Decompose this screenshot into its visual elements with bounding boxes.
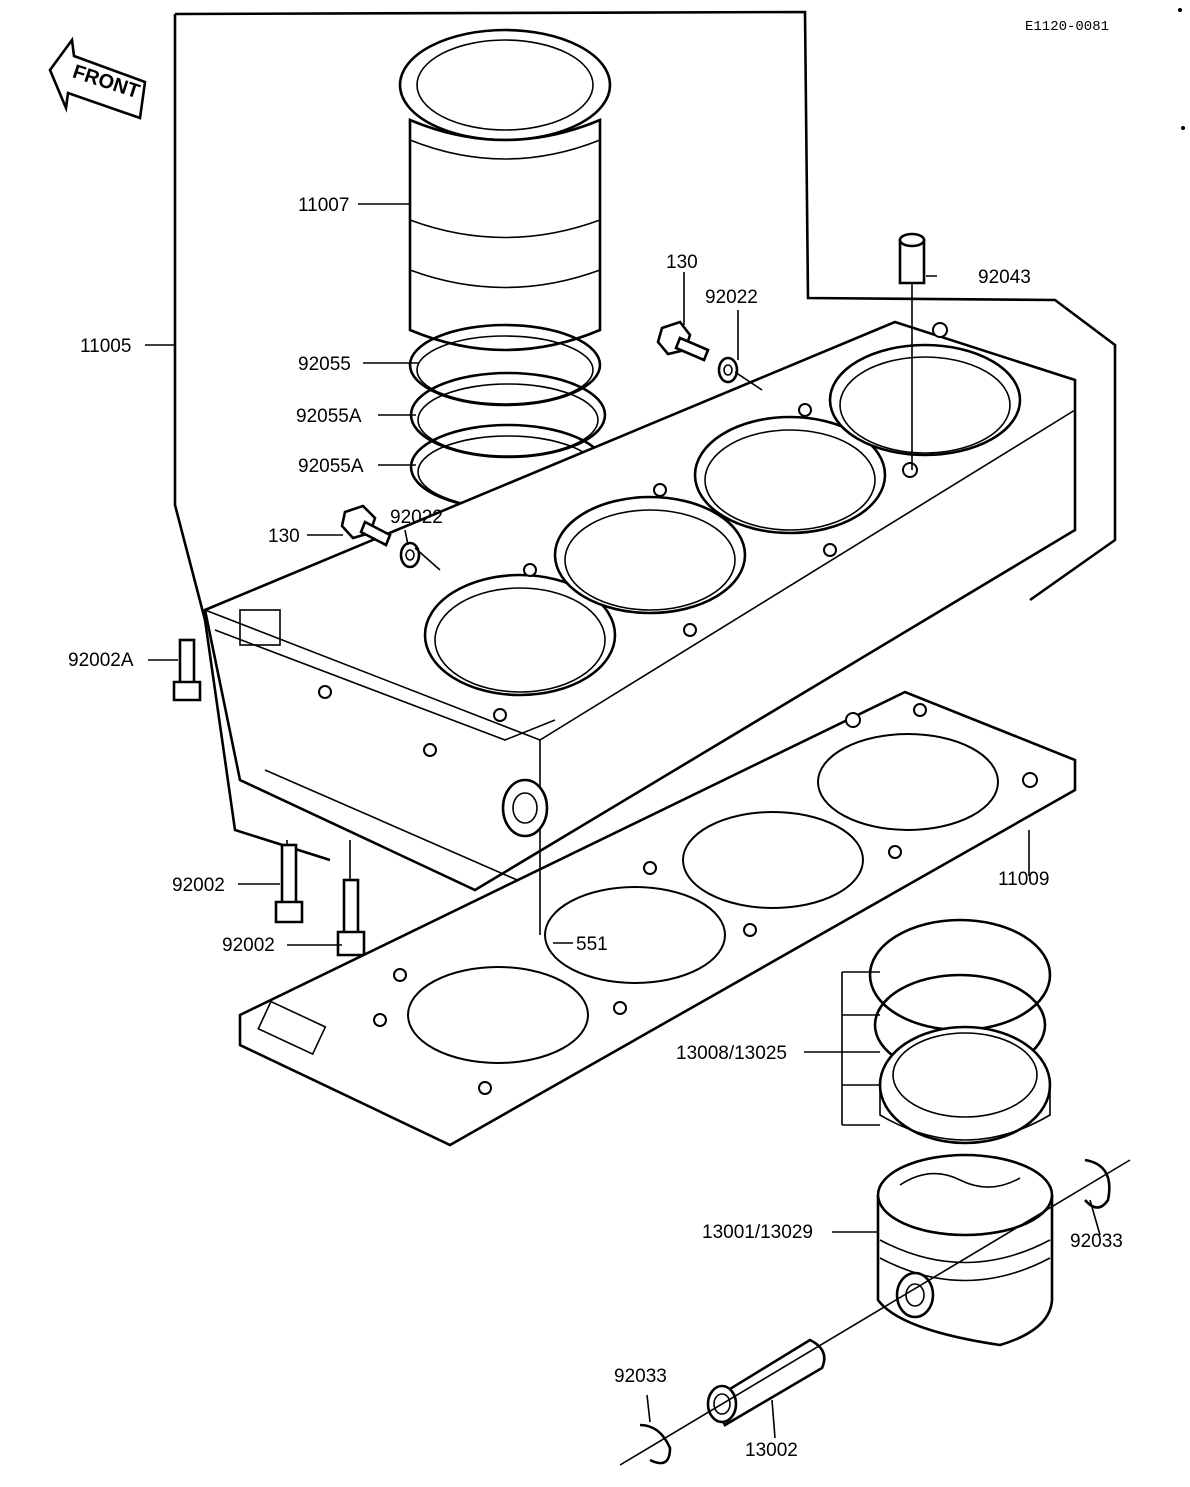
label-92033-right: 92033	[1070, 1231, 1123, 1252]
washer-92022-left	[399, 541, 421, 569]
label-92055a-2: 92055A	[298, 456, 364, 477]
label-11007: 11007	[298, 195, 349, 216]
margin-dot-top	[1178, 8, 1182, 12]
label-92043: 92043	[978, 267, 1031, 288]
bolt-92002-1	[274, 843, 304, 924]
label-551: 551	[576, 934, 608, 955]
cylinder-liner	[398, 28, 612, 352]
label-130-top: 130	[666, 252, 698, 273]
diagram-code: E1120-0081	[1025, 19, 1109, 35]
label-92002-1: 92002	[172, 875, 225, 896]
label-11005: 11005	[80, 336, 131, 357]
circlip-right	[1084, 1158, 1111, 1209]
bolt-92002-2	[336, 878, 366, 957]
label-92022-left: 92022	[390, 507, 443, 528]
circlip-left	[639, 1423, 672, 1465]
oring-92055a-1	[409, 371, 607, 459]
label-92002a: 92002A	[68, 650, 134, 671]
label-92055a-1: 92055A	[296, 406, 362, 427]
bolt-130-left	[340, 504, 392, 547]
label-piston: 13001/13029	[702, 1222, 813, 1243]
label-92055: 92055	[298, 354, 351, 375]
leader-lines	[145, 203, 1101, 1439]
label-11009: 11009	[998, 869, 1049, 890]
bolt-130-top	[656, 320, 710, 362]
piston	[876, 1153, 1054, 1347]
center-lines	[414, 283, 1131, 1466]
washer-92022-top	[717, 356, 739, 384]
cylinder-block	[203, 320, 1077, 892]
oring-92055	[408, 323, 602, 407]
piston-ring-set	[868, 918, 1052, 1145]
dowel-92043	[898, 232, 926, 285]
label-92033-left: 92033	[614, 1366, 667, 1387]
label-130-left: 130	[268, 526, 300, 547]
bolt-92002a	[172, 638, 202, 702]
label-13002: 13002	[745, 1440, 798, 1461]
label-92022-top: 92022	[705, 287, 758, 308]
label-ring-set: 13008/13025	[676, 1043, 787, 1064]
margin-dot-bottom	[1181, 126, 1185, 130]
label-92002-2: 92002	[222, 935, 275, 956]
assembly-bracket	[173, 10, 1117, 862]
front-arrow-icon: FRONT	[48, 36, 147, 120]
head-gasket	[238, 690, 1077, 1147]
